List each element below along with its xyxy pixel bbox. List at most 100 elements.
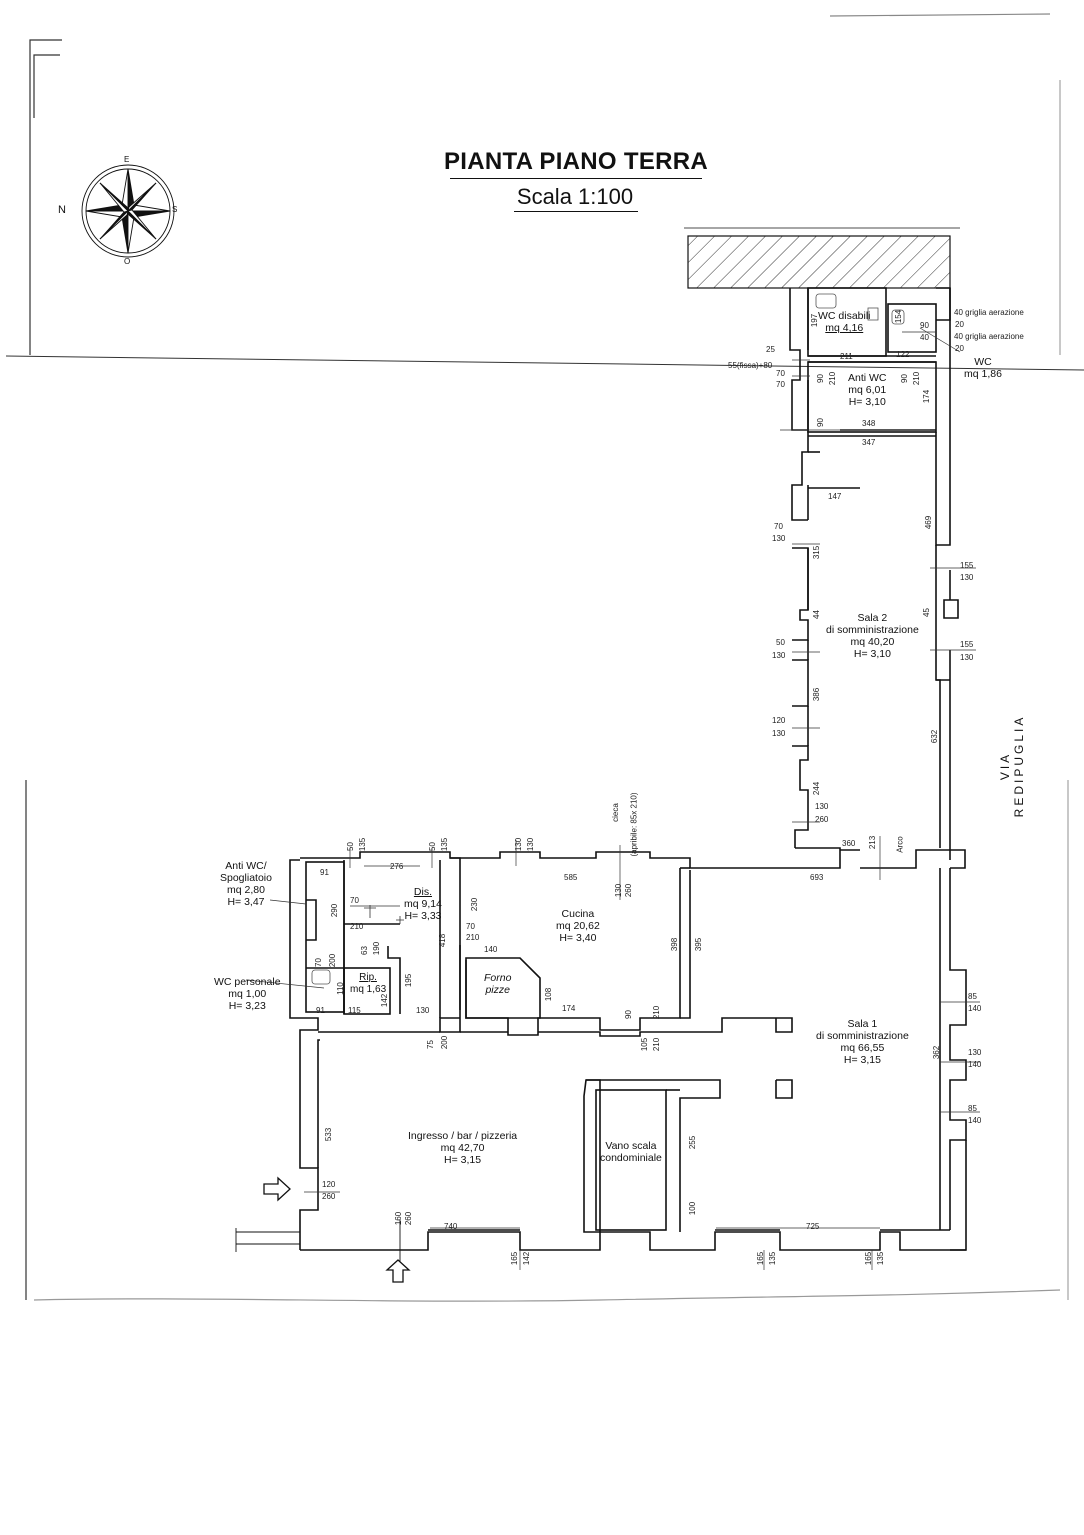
dim-label: 140: [968, 1004, 982, 1013]
dim-label: 85: [968, 1104, 977, 1113]
dim-label: 50: [345, 842, 355, 851]
dim-label: 154: [894, 309, 904, 324]
dim-label: 100: [688, 1201, 698, 1216]
dim-label: 70: [313, 958, 323, 967]
dim-label: 135: [358, 837, 368, 852]
dim-label: 130: [960, 573, 974, 582]
note-arco: Arco: [895, 836, 905, 853]
dim-label: 90: [623, 1010, 633, 1019]
dim-label: 165: [756, 1251, 766, 1266]
dim-label: 255: [688, 1135, 698, 1150]
dim-label: 210: [652, 1005, 662, 1020]
dim-label: 398: [670, 937, 680, 952]
room-anti-wc-label: Anti WC mq 6,01 H= 3,10: [848, 372, 887, 408]
plan-title: PIANTA PIANO TERRA: [443, 148, 709, 175]
dim-label: 290: [330, 903, 340, 918]
dim-label: 276: [390, 862, 404, 871]
dim-label: 200: [440, 1035, 450, 1050]
walls-main-body: [289, 847, 967, 1251]
dim-label: 362: [932, 1045, 942, 1060]
dim-label: 105: [640, 1037, 650, 1052]
entrance-arrow-icon: [263, 1176, 411, 1283]
title-underline: [450, 178, 702, 179]
dim-label: 91: [320, 868, 329, 877]
room-dis-label: Dis. mq 9,14 H= 3,33: [404, 886, 442, 922]
dim-label: 230: [470, 897, 480, 912]
dim-label: 174: [922, 389, 932, 404]
dim-label: 50: [427, 842, 437, 851]
dim-label: 115: [348, 1006, 361, 1015]
dim-label: 533: [324, 1127, 334, 1142]
dim-label: 120: [322, 1180, 336, 1189]
dim-label: 130: [772, 729, 786, 738]
dim-label: 130: [526, 837, 536, 852]
dim-label: 165: [510, 1251, 520, 1266]
dim-label: 174: [562, 1004, 576, 1013]
dim-label: 140: [484, 945, 498, 954]
dim-label: 63: [359, 946, 369, 955]
room-forno-label: Forno pizze: [484, 972, 512, 996]
dim-label: 725: [806, 1222, 820, 1231]
dim-label: 147: [828, 492, 842, 501]
dim-label: 210: [912, 371, 922, 386]
dim-label: 155: [960, 640, 974, 649]
door-swings: [350, 905, 404, 924]
dim-label: 45: [921, 608, 931, 617]
dim-label: 70: [774, 522, 783, 531]
dim-label: 50: [776, 638, 785, 647]
dim-label: 260: [322, 1192, 336, 1201]
dim-label: 130: [815, 802, 829, 811]
room-wc-personale-label: WC personale mq 1,00 H= 3,23: [214, 976, 281, 1012]
note-fissa: 55(fissa)+80: [728, 361, 773, 370]
dim-label: 135: [876, 1251, 886, 1266]
dim-label: 211: [840, 352, 853, 361]
dim-label: 20: [955, 344, 964, 353]
room-ingresso-label: Ingresso / bar / pizzeria mq 42,70 H= 3,…: [408, 1130, 518, 1166]
note-apribile: (apribile: 85x 210): [629, 792, 639, 857]
dim-label: 315: [812, 545, 822, 560]
dim-label: 197: [810, 313, 820, 328]
dim-label: 142: [522, 1251, 532, 1266]
dim-label: 130: [772, 651, 786, 660]
dim-label: 348: [862, 419, 876, 428]
dim-label: 44: [811, 610, 821, 619]
dim-label: 130: [960, 653, 974, 662]
dim-label: 347: [862, 438, 876, 447]
dim-label: 90: [920, 321, 929, 330]
dim-label: 91: [316, 1006, 325, 1015]
room-vano-scala-label: Vano scala condominiale: [600, 1140, 662, 1164]
dim-label: 632: [930, 729, 940, 744]
room-sala1-label: Sala 1 di somministrazione mq 66,55 H= 3…: [816, 1018, 909, 1066]
dimension-lines: [245, 327, 980, 1270]
dim-label: 210: [466, 933, 480, 942]
dim-label: 693: [810, 873, 824, 882]
plan-scale: Scala 1:100: [516, 184, 634, 209]
dim-label: 120: [772, 716, 786, 725]
dim-label: 130: [514, 837, 524, 852]
ground-line: [235, 1220, 401, 1262]
dim-label: 386: [812, 687, 822, 702]
adjacent-building-hatch: [687, 235, 951, 289]
dim-label: 260: [404, 1211, 414, 1226]
sanitary-fixtures: [311, 293, 905, 985]
dim-label: 130: [968, 1048, 982, 1057]
dim-label: 130: [416, 1006, 430, 1015]
dim-label: 130: [614, 883, 624, 898]
dim-label: 90: [815, 418, 825, 427]
compass-west-label: O: [124, 257, 131, 266]
dim-label: 70: [776, 369, 785, 378]
dim-label: 135: [440, 837, 450, 852]
dim-label: 70: [350, 896, 359, 905]
street-name: VIA REDIPUGLIA: [998, 714, 1026, 818]
room-anti-wc-spogliatoio-label: Anti WC/ Spogliatoio mq 2,80 H= 3,47: [220, 860, 272, 908]
dim-label: 200: [328, 953, 338, 968]
dim-label: 140: [968, 1060, 982, 1069]
dim-label: 195: [404, 973, 414, 988]
dim-label: 140: [968, 1116, 982, 1125]
dim-label: 108: [544, 987, 554, 1002]
dim-label: 360: [842, 839, 856, 848]
dim-label: 190: [372, 941, 382, 956]
room-wc-disabili-label: WC disabili mq 4,16: [818, 310, 871, 334]
compass-east-label: E: [124, 155, 130, 164]
